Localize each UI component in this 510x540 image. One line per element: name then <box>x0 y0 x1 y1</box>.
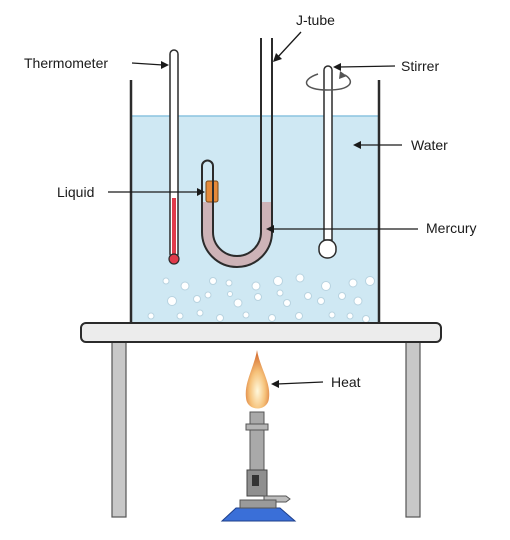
burner-base <box>220 507 297 522</box>
label-water: Water <box>411 137 448 153</box>
flame <box>245 350 270 409</box>
label-mercury: Mercury <box>426 220 477 236</box>
bubbles <box>147 273 375 323</box>
label-stirrer: Stirrer <box>401 58 439 74</box>
label-jtube: J-tube <box>296 12 335 28</box>
rotation-arrow <box>305 73 352 91</box>
water-body <box>131 116 379 322</box>
j-tube <box>201 38 273 268</box>
label-liquid: Liquid <box>57 184 94 200</box>
table-top <box>80 322 442 343</box>
label-heat: Heat <box>331 374 361 390</box>
bunsen-burner <box>220 350 297 522</box>
label-thermometer: Thermometer <box>24 55 108 71</box>
table-leg-right <box>405 339 421 518</box>
pointer-arrows <box>108 31 418 388</box>
stirrer <box>305 65 352 259</box>
table-leg-left <box>111 339 127 518</box>
beaker <box>129 80 381 322</box>
thermometer <box>168 49 180 265</box>
